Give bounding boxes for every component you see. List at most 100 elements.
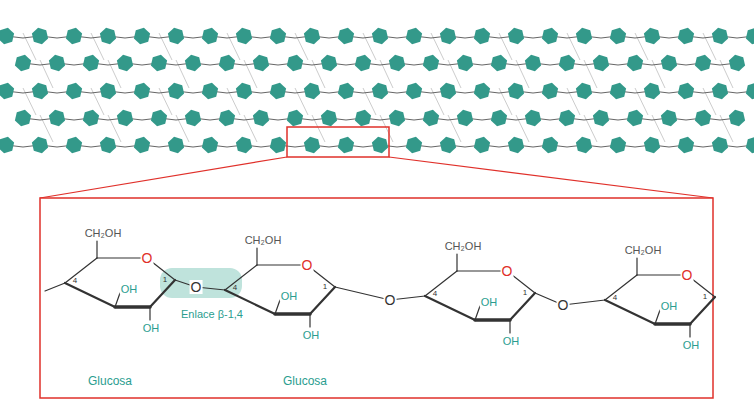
hydroxyl-group: OH <box>120 284 139 295</box>
glucose-unit <box>661 110 677 127</box>
bond <box>605 300 655 324</box>
hydroxyl-group: OH <box>480 297 499 308</box>
bond <box>96 241 97 258</box>
carbon-number: 4 <box>612 294 618 302</box>
glucose-unit <box>542 28 558 45</box>
bond <box>456 254 457 271</box>
glucose-unit <box>406 28 422 45</box>
glucose-unit <box>627 110 643 127</box>
glucose-unit <box>729 110 745 127</box>
bond <box>425 296 475 320</box>
glucose-unit <box>474 83 490 100</box>
glucose-unit <box>32 137 48 154</box>
glucose-unit <box>491 110 507 127</box>
glucose-unit <box>712 28 728 45</box>
glucose-unit <box>644 83 660 100</box>
bond <box>636 258 637 275</box>
glucose-unit <box>559 55 575 72</box>
glucose-unit <box>15 55 31 72</box>
bond <box>475 318 510 322</box>
bond <box>257 264 307 265</box>
glucose-unit <box>100 28 116 45</box>
glucose-unit <box>593 55 609 72</box>
glucose-unit <box>389 55 405 72</box>
glucose-unit <box>406 83 422 100</box>
bond <box>65 283 115 307</box>
bond <box>65 258 97 283</box>
sugar-name: Glucosa <box>282 375 328 387</box>
glucose-unit <box>457 55 473 72</box>
bridge-oxygen: O <box>384 293 397 307</box>
ring-oxygen: O <box>301 258 314 272</box>
glucose-unit <box>508 137 524 154</box>
glucose-unit <box>236 83 252 100</box>
glucose-unit <box>304 28 320 45</box>
glucose-unit <box>202 28 218 45</box>
bond-label: Enlace β-1,4 <box>180 309 244 320</box>
glucose-unit <box>321 55 337 72</box>
glucose-unit <box>542 137 558 154</box>
glucose-unit <box>338 83 354 100</box>
bond <box>275 312 310 316</box>
ring-oxygen: O <box>501 264 514 278</box>
ring-oxygen: O <box>141 251 154 265</box>
glucose-unit <box>270 28 286 45</box>
glucose-unit <box>457 110 473 127</box>
bond <box>475 306 480 320</box>
glycosidic-bond <box>335 287 390 300</box>
glucose-unit <box>253 55 269 72</box>
carbon-number: 1 <box>702 293 708 301</box>
glucose-unit <box>0 137 14 154</box>
bond <box>115 305 150 309</box>
glucose-unit <box>593 110 609 127</box>
glucose-unit <box>746 83 754 100</box>
glucose-unit <box>151 110 167 127</box>
bond <box>310 287 335 314</box>
carbon-number: 1 <box>322 283 328 291</box>
glucose-unit <box>644 28 660 45</box>
hydroxyl-group: OH <box>682 340 701 351</box>
carbon-number: 4 <box>72 277 78 285</box>
glucose-unit <box>49 55 65 72</box>
bond <box>97 257 147 258</box>
glucose-unit <box>117 55 133 72</box>
hydroxyl-group: OH <box>142 323 161 334</box>
carbon-number: 4 <box>232 284 238 292</box>
carbon-number: 1 <box>522 289 528 297</box>
glucose-unit <box>253 110 269 127</box>
glucose-unit <box>321 110 337 127</box>
zoom-leader <box>389 157 713 198</box>
glucose-unit <box>627 55 643 72</box>
glucose-unit <box>202 137 218 154</box>
glucose-unit <box>610 28 626 45</box>
glucose-unit <box>491 55 507 72</box>
hydroxyl-group: OH <box>502 336 521 347</box>
glucose-unit <box>389 110 405 127</box>
bond <box>605 275 637 300</box>
glucose-unit <box>355 55 371 72</box>
glucose-unit <box>338 28 354 45</box>
glucose-unit <box>576 137 592 154</box>
glucose-unit <box>49 110 65 127</box>
glucose-unit <box>134 137 150 154</box>
glucose-unit <box>440 83 456 100</box>
glucose-unit <box>117 110 133 127</box>
glucose-unit <box>168 83 184 100</box>
ch2oh-group: CH₂OH <box>84 228 123 239</box>
glucose-unit <box>525 110 541 127</box>
ch2oh-group: CH₂OH <box>244 235 283 246</box>
glucose-unit <box>576 83 592 100</box>
glucose-unit <box>712 83 728 100</box>
bond <box>115 293 120 307</box>
glucose-unit <box>15 110 31 127</box>
bond <box>509 320 510 333</box>
bond <box>637 274 687 275</box>
bond <box>150 280 175 307</box>
glucose-unit <box>100 83 116 100</box>
glucose-unit <box>66 83 82 100</box>
carbon-number: 1 <box>162 276 168 284</box>
bridge-oxygen: O <box>557 298 570 312</box>
bond <box>309 314 310 327</box>
bond <box>510 293 535 320</box>
bond <box>690 297 715 324</box>
